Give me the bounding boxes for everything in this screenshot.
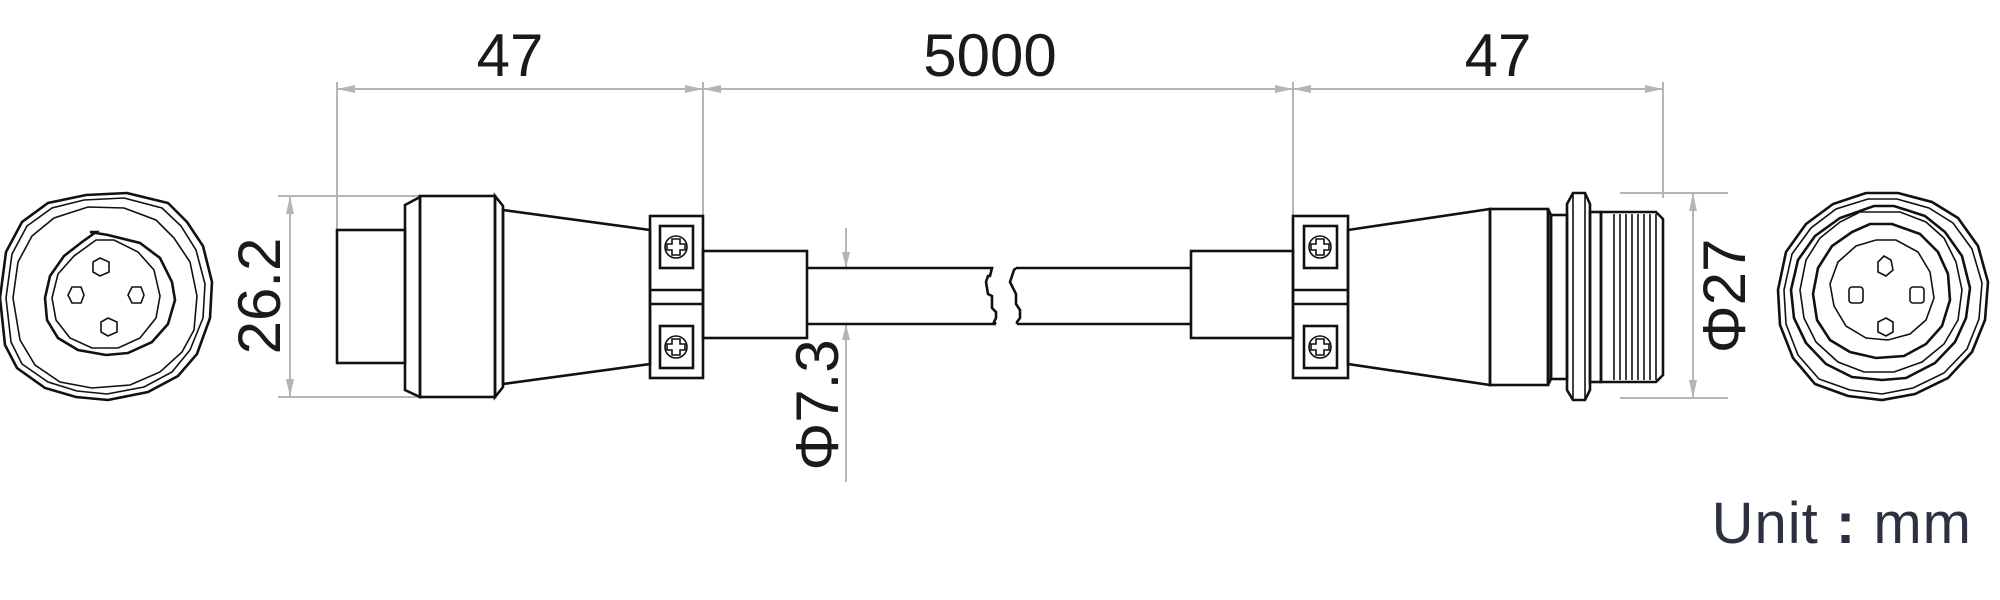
dimension-cable-length: 5000: [923, 22, 1056, 89]
cable: [807, 266, 1191, 326]
dimension-lines: [278, 82, 1728, 482]
unit-label: Unit: [1711, 491, 1819, 556]
dimension-left-length: 47: [477, 22, 544, 89]
dimension-right-length: 47: [1465, 22, 1532, 89]
right-strain-relief-clamp: [1291, 214, 1350, 380]
unit-separator: :: [1835, 491, 1857, 556]
right-connector-end-view: [1776, 191, 1990, 402]
dimension-cable-diameter: Φ7.3: [784, 339, 851, 470]
unit-value: mm: [1873, 491, 1972, 556]
right-plug-body: [1346, 191, 1665, 402]
left-cable-sleeve: [701, 249, 809, 340]
dimension-right-diameter: Φ27: [1691, 239, 1758, 354]
right-cable-sleeve: [1189, 249, 1295, 340]
left-strain-relief-clamp: [648, 214, 705, 380]
left-connector-end-view: [0, 191, 214, 402]
dimension-left-diameter: 26.2: [226, 238, 293, 355]
left-plug-body: [335, 192, 652, 401]
unit-note: Unit : mm: [1712, 490, 1972, 557]
